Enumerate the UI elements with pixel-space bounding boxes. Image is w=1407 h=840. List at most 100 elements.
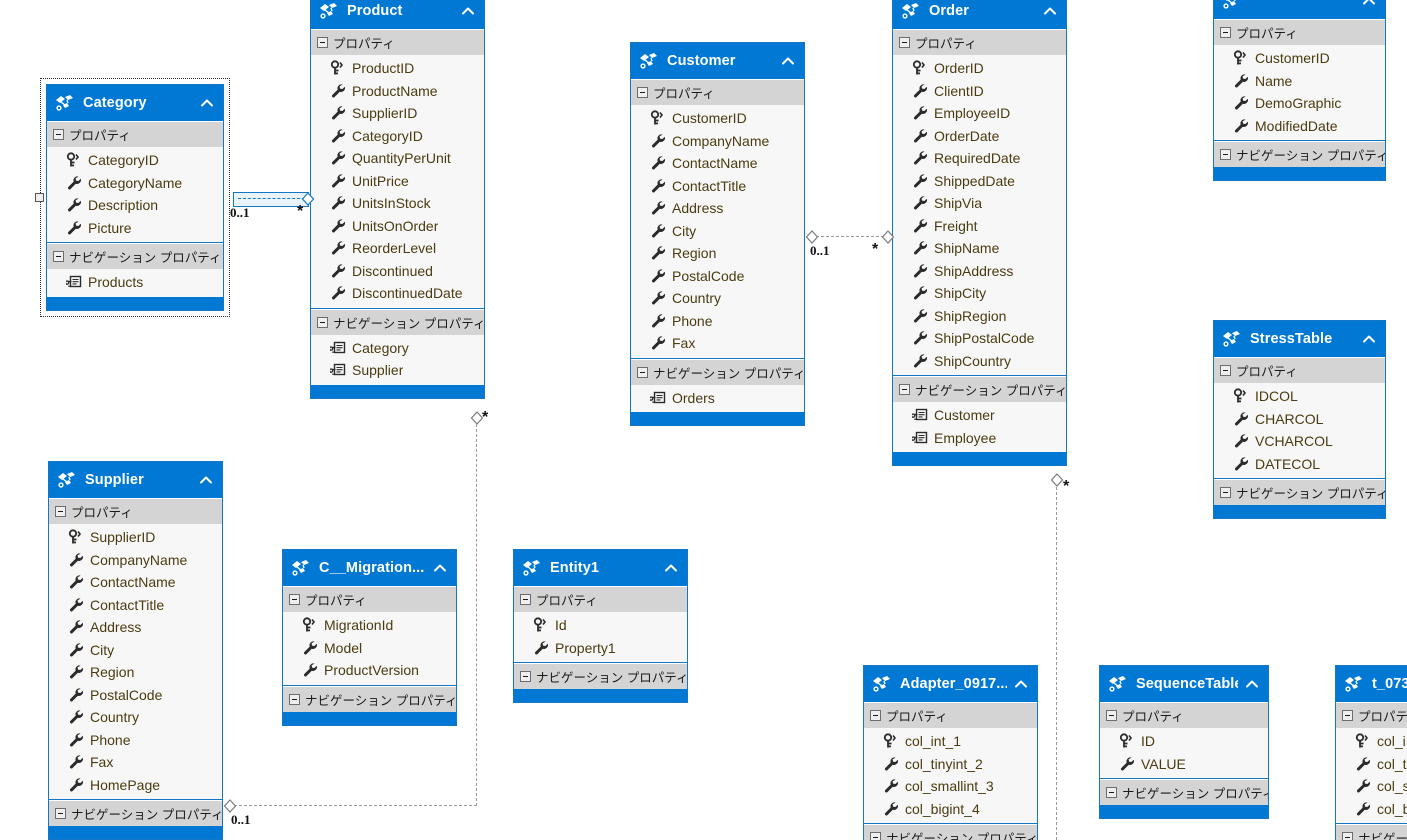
properties-section-header[interactable]: プロパティ bbox=[49, 498, 222, 524]
entity-header-t0733[interactable]: t_0733 bbox=[1336, 666, 1407, 702]
minus-box-icon[interactable] bbox=[317, 316, 328, 328]
navigation-section-header[interactable]: ナビゲーション プロパティ bbox=[631, 358, 804, 385]
entity-header-stresstable[interactable]: StressTable bbox=[1214, 321, 1385, 357]
property-row[interactable]: ClientID bbox=[893, 80, 1066, 103]
navigation-section-header[interactable]: ナビゲーション プロパティ bbox=[893, 376, 1066, 402]
minus-box-icon[interactable] bbox=[55, 506, 66, 517]
property-row[interactable]: ContactName bbox=[49, 571, 222, 594]
properties-section-header[interactable]: プロパティ bbox=[283, 586, 456, 612]
navigation-section-header[interactable]: ナビゲーション プロパティ bbox=[283, 685, 456, 712]
minus-box-icon[interactable] bbox=[1220, 487, 1231, 498]
property-row[interactable]: Fax bbox=[631, 332, 804, 355]
property-row[interactable]: SupplierID bbox=[311, 102, 484, 125]
property-row[interactable]: VCHARCOL bbox=[1214, 430, 1385, 453]
navigation-row[interactable]: Category bbox=[311, 337, 484, 360]
minus-box-icon[interactable] bbox=[1342, 710, 1353, 721]
resize-handle[interactable] bbox=[35, 192, 44, 202]
minus-box-icon[interactable] bbox=[53, 251, 64, 262]
property-row[interactable]: ShipRegion bbox=[893, 305, 1066, 328]
property-row[interactable]: SupplierID bbox=[49, 526, 222, 549]
association-line[interactable] bbox=[234, 805, 477, 807]
property-row[interactable]: CategoryID bbox=[47, 149, 223, 172]
property-row[interactable]: Discontinued bbox=[311, 260, 484, 283]
minus-box-icon[interactable] bbox=[637, 366, 648, 378]
property-row[interactable]: Country bbox=[49, 706, 222, 729]
property-row[interactable]: DATECOL bbox=[1214, 453, 1385, 476]
property-row[interactable]: col_t bbox=[1336, 753, 1407, 776]
property-row[interactable]: Freight bbox=[893, 215, 1066, 238]
property-row[interactable]: ReorderLevel bbox=[311, 237, 484, 260]
entity-header-customer-demographic[interactable] bbox=[1214, 0, 1385, 19]
property-row[interactable]: ShipCity bbox=[893, 282, 1066, 305]
properties-section-header[interactable]: プロパティ bbox=[311, 29, 484, 55]
property-row[interactable]: OrderDate bbox=[893, 125, 1066, 148]
property-row[interactable]: ShipVia bbox=[893, 192, 1066, 215]
property-row[interactable]: Country bbox=[631, 287, 804, 310]
property-row[interactable]: Region bbox=[631, 242, 804, 265]
property-row[interactable]: CompanyName bbox=[631, 130, 804, 153]
minus-box-icon[interactable] bbox=[899, 384, 910, 395]
minus-box-icon[interactable] bbox=[870, 832, 881, 840]
minus-box-icon[interactable] bbox=[289, 594, 300, 605]
property-row[interactable]: Phone bbox=[631, 310, 804, 333]
property-row[interactable]: Address bbox=[49, 616, 222, 639]
association-endpoint[interactable] bbox=[805, 230, 819, 244]
entity-header-adapter[interactable]: Adapter_0917... bbox=[864, 666, 1037, 702]
property-row[interactable]: ShipAddress bbox=[893, 260, 1066, 283]
property-row[interactable]: ID bbox=[1100, 730, 1268, 753]
property-row[interactable]: EmployeeID bbox=[893, 102, 1066, 125]
property-row[interactable]: UnitPrice bbox=[311, 170, 484, 193]
entity-header-customer[interactable]: Customer bbox=[631, 43, 804, 79]
navigation-section-header[interactable]: ナビゲーション プロパティ bbox=[1100, 779, 1268, 805]
property-row[interactable]: Description bbox=[47, 194, 223, 217]
property-row[interactable]: MigrationId bbox=[283, 614, 456, 637]
property-row[interactable]: ContactName bbox=[631, 152, 804, 175]
property-row[interactable]: Id bbox=[514, 614, 687, 637]
minus-box-icon[interactable] bbox=[520, 671, 531, 682]
properties-section-header[interactable]: プロパティ bbox=[893, 29, 1066, 55]
property-row[interactable]: City bbox=[631, 220, 804, 243]
property-row[interactable]: VALUE bbox=[1100, 753, 1268, 776]
minus-box-icon[interactable] bbox=[53, 129, 64, 140]
property-row[interactable]: City bbox=[49, 639, 222, 662]
property-row[interactable]: Picture bbox=[47, 217, 223, 240]
property-row[interactable]: CustomerID bbox=[631, 107, 804, 130]
association-endpoint[interactable] bbox=[1050, 473, 1064, 487]
properties-section-header[interactable]: プロパティ bbox=[1214, 19, 1385, 45]
properties-section-header[interactable]: プロパティ bbox=[631, 79, 804, 105]
entity-header-sequencetable[interactable]: SequenceTable bbox=[1100, 666, 1268, 702]
property-row[interactable]: Address bbox=[631, 197, 804, 220]
minus-box-icon[interactable] bbox=[289, 693, 300, 705]
property-row[interactable]: ContactTitle bbox=[49, 594, 222, 617]
minus-box-icon[interactable] bbox=[1106, 787, 1117, 798]
property-row[interactable]: Fax bbox=[49, 751, 222, 774]
navigation-row[interactable]: Supplier bbox=[311, 359, 484, 382]
minus-box-icon[interactable] bbox=[637, 87, 648, 98]
property-row[interactable]: DiscontinuedDate bbox=[311, 282, 484, 305]
property-row[interactable]: PostalCode bbox=[49, 684, 222, 707]
properties-section-header[interactable]: プロパティ bbox=[47, 121, 223, 147]
property-row[interactable]: col_s bbox=[1336, 775, 1407, 798]
navigation-row[interactable]: Orders bbox=[631, 387, 804, 410]
property-row[interactable]: RequiredDate bbox=[893, 147, 1066, 170]
navigation-section-header[interactable]: ナビゲーション プロパティ bbox=[49, 800, 222, 826]
property-row[interactable]: col_i bbox=[1336, 730, 1407, 753]
property-row[interactable]: CategoryName bbox=[47, 172, 223, 195]
property-row[interactable]: QuantityPerUnit bbox=[311, 147, 484, 170]
minus-box-icon[interactable] bbox=[317, 37, 328, 48]
property-row[interactable]: ProductVersion bbox=[283, 659, 456, 682]
property-row[interactable]: ProductID bbox=[311, 57, 484, 80]
minus-box-icon[interactable] bbox=[1342, 832, 1353, 840]
property-row[interactable]: Model bbox=[283, 637, 456, 660]
navigation-section-header[interactable]: ナビゲーション プロパティ bbox=[1214, 141, 1385, 167]
